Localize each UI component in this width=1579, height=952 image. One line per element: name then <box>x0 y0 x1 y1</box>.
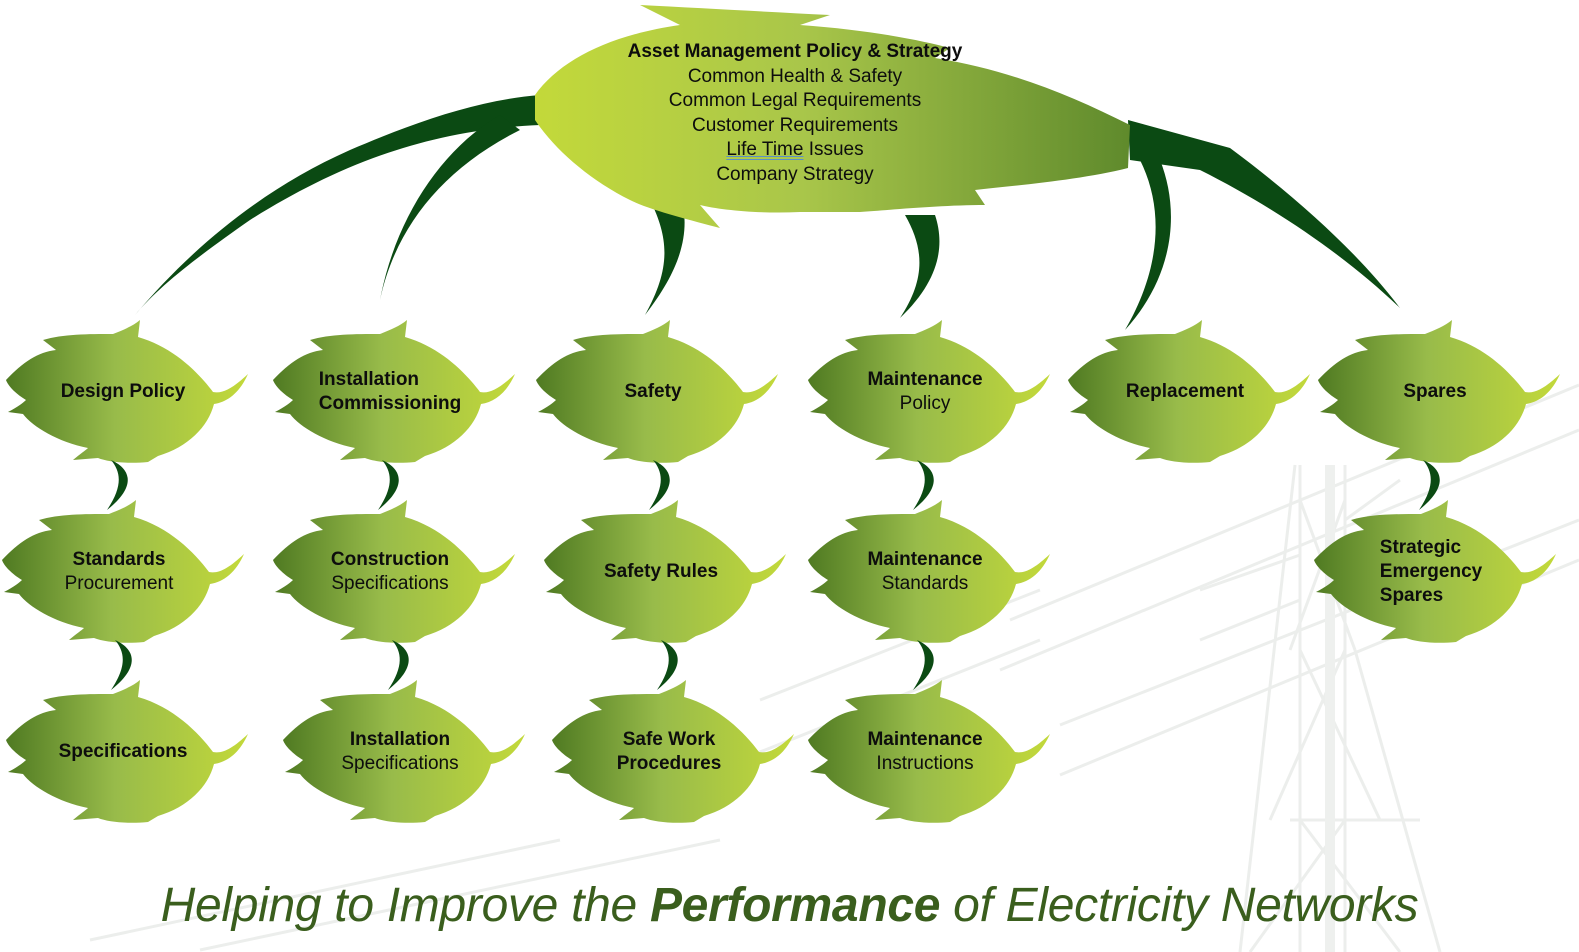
leaf-node-shape <box>1318 320 1560 463</box>
leaf-node-shape <box>552 680 794 823</box>
root-node-text: Asset Management Policy & Strategy Commo… <box>628 40 963 187</box>
power-line <box>199 838 721 952</box>
branch-design-policy <box>135 95 540 315</box>
connector-branch <box>913 460 934 510</box>
branches <box>135 95 1400 330</box>
branch-installation <box>380 115 520 300</box>
root-line: Common Legal Requirements <box>668 90 922 111</box>
branch-safety <box>645 200 685 315</box>
leaf-node-shape <box>6 680 248 823</box>
leaf-node-shape <box>1314 500 1556 643</box>
tagline: Helping to Improve the Performance of El… <box>160 879 1419 932</box>
root-leaf <box>535 5 1130 228</box>
leaf-node-shape <box>273 500 515 643</box>
branch-replacement <box>1125 160 1171 330</box>
leaf-node-shape <box>273 320 515 463</box>
leaf-node-shape <box>536 320 778 463</box>
connector-branch <box>913 640 934 690</box>
connector-branch <box>1419 460 1440 510</box>
leaf-node-shape <box>544 500 786 643</box>
connector-branch <box>388 640 409 690</box>
power-line <box>999 428 1579 672</box>
leaf-node-shape <box>1068 320 1310 463</box>
leaf-node-shape <box>2 500 244 643</box>
leaf-node-shape <box>808 680 1050 823</box>
pylon-mast <box>1325 465 1335 952</box>
leaf-node-shape <box>6 320 248 463</box>
connector-branch <box>378 460 399 510</box>
root-line: Company Strategy <box>716 163 874 185</box>
root-line: Customer Requirements <box>692 114 898 136</box>
root-line: Life Time Issues <box>726 139 864 160</box>
leaf-node-shape <box>283 680 525 823</box>
root-title: Asset Management Policy & Strategy <box>627 41 963 62</box>
root-line: Common Health & Safety <box>687 65 903 87</box>
leaf-node-shape <box>808 500 1050 643</box>
branch-spares <box>1128 120 1400 308</box>
connector-branch <box>111 640 132 690</box>
power-line <box>89 838 561 942</box>
connector-branch <box>649 460 670 510</box>
connector-branch <box>657 640 678 690</box>
connector-branch <box>107 460 128 510</box>
leaf-node-shape <box>808 320 1050 463</box>
branch-maintenance <box>900 215 940 318</box>
